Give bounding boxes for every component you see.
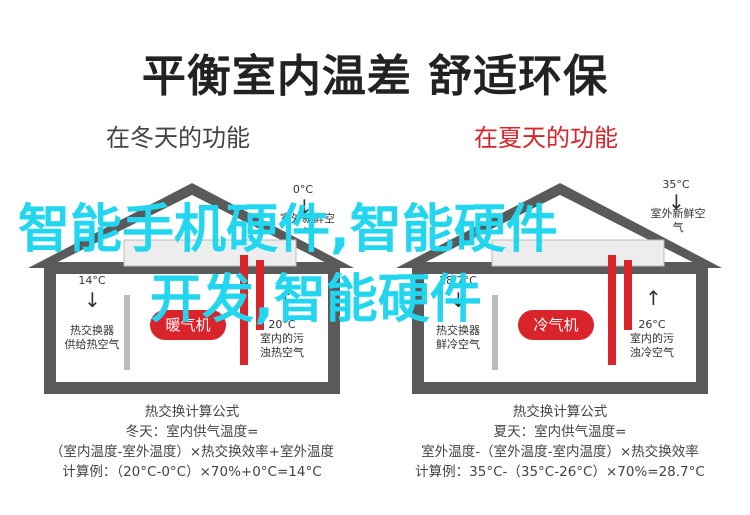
winter-duct-drop xyxy=(124,295,130,370)
winter-down-arrow-icon: ↓ xyxy=(296,195,313,219)
summer-formula-line3: 计算例：35°C-（35°C-26°C）×70%=28.7°C xyxy=(415,464,705,480)
winter-formula-line1: 冬天：室内供气温度= xyxy=(125,424,259,440)
summer-hot-pipe xyxy=(608,255,616,365)
summer-formula-heading: 热交换计算公式 xyxy=(512,404,608,420)
winter-roof xyxy=(28,183,354,268)
summer-dirty-l2: 浊冷空气 xyxy=(630,346,674,359)
summer-indoor-temp: 28.7°C xyxy=(439,274,477,287)
summer-house xyxy=(396,183,722,394)
winter-indoor-l1: 热交换器 xyxy=(70,324,114,337)
summer-formula-line2: 室外温度-（室外温度-室内温度）×热交换效率 xyxy=(421,444,699,460)
summer-formula-line1: 夏天：室内供气温度= xyxy=(493,424,627,440)
winter-dirty-l2: 浊热空气 xyxy=(260,346,304,359)
winter-down-arrow-icon-2: ↓ xyxy=(84,288,101,312)
summer-down-arrow-icon: ↓ xyxy=(668,190,685,214)
summer-dirty-temp: 26°C xyxy=(638,318,666,331)
summer-indoor-l2: 鲜冷空气 xyxy=(436,338,480,351)
summer-down-arrow-icon-2: ↓ xyxy=(450,288,467,312)
summer-roof xyxy=(396,183,722,268)
winter-up-arrow-icon: ↑ xyxy=(277,286,294,310)
summer-subtitle: 在夏天的功能 xyxy=(474,124,618,152)
summer-duct xyxy=(491,239,665,267)
winter-house xyxy=(28,183,354,394)
winter-formula-line3: 计算例：（20°C-0°C）×70%+0°C=14°C xyxy=(62,464,322,480)
summer-indoor-l1: 热交换器 xyxy=(436,324,480,337)
summer-formula: 热交换计算公式 夏天：室内供气温度= 室外温度-（室外温度-室内温度）×热交换效… xyxy=(390,402,730,482)
winter-subtitle: 在冬天的功能 xyxy=(106,124,250,152)
winter-duct xyxy=(123,239,297,267)
summer-cooler-badge: 冷气机 xyxy=(518,310,594,340)
winter-heater-badge: 暖气机 xyxy=(150,310,226,340)
winter-formula: 热交换计算公式 冬天：室内供气温度= （室内温度-室外温度）×热交换效率+室外温… xyxy=(22,402,362,482)
overlay-text-line1: 智能手机硬件,智能硬件 xyxy=(18,200,558,260)
winter-outdoor-air: 室外新鲜空气 xyxy=(280,212,335,239)
winter-indoor-temp: 14°C xyxy=(78,274,106,287)
winter-indoor-l2: 供给热空气 xyxy=(64,338,120,351)
winter-formula-line2: （室内温度-室外温度）×热交换效率+室外温度 xyxy=(50,444,334,460)
overlay-text-line2: 开发,智能硬件 xyxy=(150,270,482,330)
winter-hot-pipe-2 xyxy=(256,260,264,330)
winter-dirty-temp: 20°C xyxy=(268,318,296,331)
winter-dirty-l1: 室内的污 xyxy=(260,332,304,345)
page-title: 平衡室内温差 舒适环保 xyxy=(141,51,609,102)
winter-formula-heading: 热交换计算公式 xyxy=(144,404,240,420)
summer-hot-pipe-2 xyxy=(624,260,632,330)
summer-duct-drop xyxy=(492,295,498,370)
winter-hot-pipe xyxy=(240,255,248,365)
summer-dirty-l1: 室内的污 xyxy=(630,332,674,345)
summer-outdoor-air: 室外新鲜空气 xyxy=(650,207,706,234)
summer-outdoor-temp: 35°C xyxy=(662,178,690,191)
winter-outdoor-temp: 0°C xyxy=(292,183,314,196)
summer-up-arrow-icon: ↑ xyxy=(645,286,662,310)
